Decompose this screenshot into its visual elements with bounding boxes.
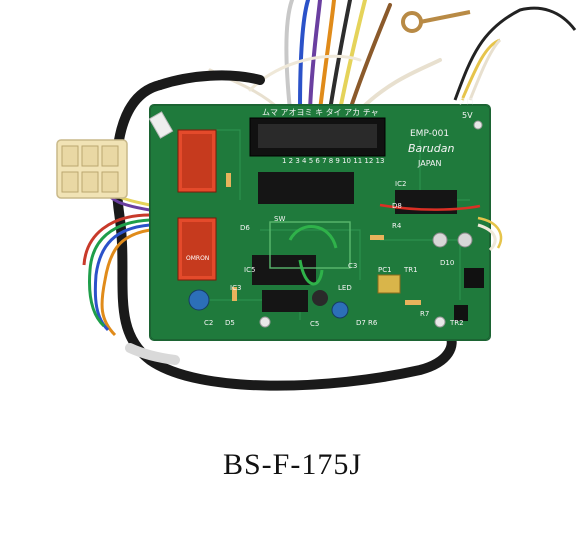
label-c3: C3 [348,262,357,270]
label-sw: SW [274,215,285,223]
label-r6: R6 [368,319,378,327]
label-d8: D8 [392,202,402,210]
label-r7: R7 [420,310,429,318]
wire-right [477,216,503,252]
katakana-header: ムマ アオヨミ キ タイ アカ チャ [262,108,379,117]
white-connector [56,139,128,199]
pin-numbers: 1 2 3 4 5 6 7 8 9 10 11 12 13 [282,157,384,165]
model-label: EMP-001 [410,129,449,139]
relay-brand: OMRON [186,255,209,262]
brand-label: Barudan [408,142,455,155]
label-d7: D7 [356,319,366,327]
label-ic5: IC5 [244,266,255,274]
ic-chip-small [262,290,308,312]
label-c5: C5 [310,320,319,328]
ic-chip-main [258,172,354,204]
pcb-board: ムマ アオヨミ キ タイ アカ チャ クロ 5V 1 2 3 4 5 6 7 8… [148,97,491,341]
label-tr2: TR2 [449,319,464,327]
country-label: JAPAN [417,159,441,168]
circuit-board-photo: ムマ アオヨミ キ タイ アカ チャ クロ 5V 1 2 3 4 5 6 7 8… [56,0,577,391]
tr-component [464,268,484,288]
label-d6: D6 [240,224,250,232]
label-d10: D10 [440,259,454,267]
label-kuro: クロ [458,97,474,106]
label-led: LED [338,284,352,292]
label-d5: D5 [225,319,235,327]
label-r4: R4 [392,222,402,230]
yellow-component [377,274,401,294]
relay-bottom: OMRON [177,217,217,281]
label-tr1: TR1 [403,266,418,274]
relay-top [177,129,217,193]
ring-terminal-wire [401,6,577,101]
label-ic3: IC3 [230,284,241,292]
label-pc1: PC1 [378,266,392,274]
product-caption: BS-F-175J [222,448,363,481]
label-ic2: IC2 [395,180,406,188]
voltage-label: 5V [462,111,473,120]
label-c2: C2 [204,319,213,327]
